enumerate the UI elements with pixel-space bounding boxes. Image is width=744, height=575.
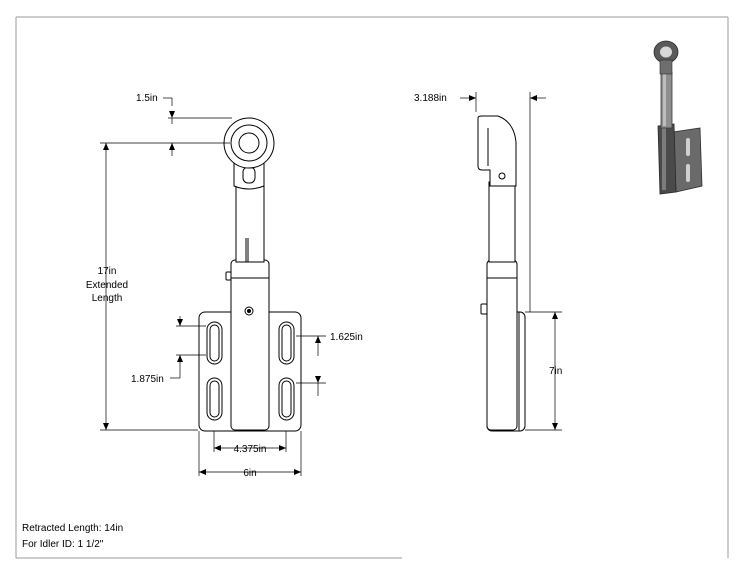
dim-slot-center: 4.375in	[234, 444, 267, 455]
product-render	[653, 40, 703, 195]
dim-extended-line2: Extended	[86, 280, 128, 291]
side-view	[477, 115, 526, 432]
dim-extended-line1: 17in	[98, 266, 117, 277]
dimension-arrows	[103, 95, 558, 475]
outer-tube	[230, 259, 270, 431]
dim-plate-width: 6in	[243, 468, 256, 479]
note-idler-id: For Idler ID: 1 1/2"	[22, 539, 104, 550]
dimension-lines	[100, 92, 562, 476]
dimension-labels: 1.5in 17in Extended Length 1.625in 1.875…	[86, 93, 562, 479]
side-inner-tube	[488, 181, 516, 263]
dim-top-offset: 1.5in	[136, 93, 158, 104]
drawing-frame	[15, 16, 729, 559]
inner-tube	[235, 181, 265, 263]
note-retracted-length: Retracted Length: 14in	[22, 523, 124, 534]
slot-left-lower-inner	[209, 380, 220, 418]
dim-side-offset: 3.188in	[414, 93, 447, 104]
slot-left-upper-inner	[209, 324, 220, 362]
slot-right-upper-inner	[281, 324, 292, 362]
dim-extended-line3: Length	[92, 293, 123, 304]
side-knob	[225, 271, 232, 281]
dim-slot-spacing: 1.875in	[131, 374, 164, 385]
side-head	[477, 115, 517, 187]
side-outer-tube	[486, 259, 518, 431]
dim-slot-length: 1.625in	[330, 332, 363, 343]
side-pin	[498, 172, 506, 180]
dim-plate-height: 7in	[549, 366, 562, 377]
side-knob	[480, 303, 488, 315]
front-view	[198, 117, 302, 432]
slot-right-lower-inner	[281, 380, 292, 418]
